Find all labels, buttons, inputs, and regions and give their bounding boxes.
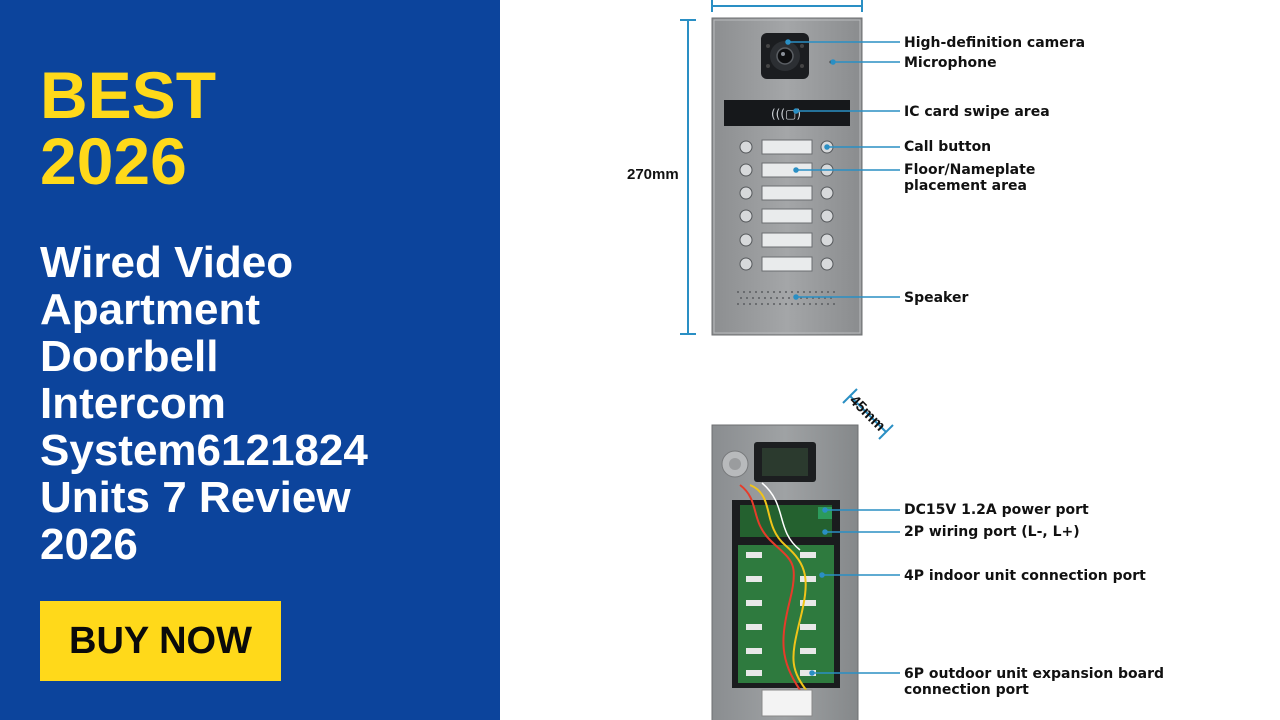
product-diagram: (((▢) [500,0,1280,720]
callout-call-button: Call button [904,139,992,155]
width-dimension [711,0,863,12]
callout-nameplate-line1: Floor/Nameplate [904,162,1036,178]
button-rows [739,139,834,272]
back-leaders [809,507,900,676]
title-line: Apartment [40,285,261,334]
callout-indoor-port: 4P indoor unit connection port [904,568,1146,584]
callout-camera: High-definition camera [904,35,1086,51]
title-line: Doorbell [40,332,219,381]
headline-year: 2026 [40,124,187,198]
front-leaders [785,39,900,300]
headline: BEST 2026 [40,62,216,194]
callout-nameplate-line2: placement area [904,178,1027,194]
callout-expansion-port: 6P outdoor unit expansion board connecti… [904,666,1164,698]
title-line: System6121824 [40,426,368,475]
headline-best: BEST [40,58,217,132]
depth-dimension [842,388,894,440]
promo-panel: BEST 2026 Wired Video Apartment Doorbell… [0,0,500,720]
callout-wiring-port: 2P wiring port (L-, L+) [904,524,1080,540]
back-panel [711,424,859,720]
callout-expansion-line2: connection port [904,682,1029,698]
title-line: Intercom [40,379,226,428]
callout-nameplate: Floor/Nameplate placement area [904,162,1035,194]
product-title: Wired Video Apartment Doorbell Intercom … [40,239,490,568]
callout-ic-card: IC card swipe area [904,104,1050,120]
title-line: 2026 [40,520,138,569]
height-dimension [680,19,696,335]
title-line: Wired Video [40,238,294,287]
callout-speaker: Speaker [904,290,969,306]
front-panel: (((▢) [711,17,863,336]
buy-now-button[interactable]: BUY NOW [40,601,281,681]
diagram-drawing: (((▢) [680,0,900,720]
title-line: Units 7 Review [40,473,351,522]
callout-power-port: DC15V 1.2A power port [904,502,1089,518]
height-label: 270mm [627,166,679,183]
callout-microphone: Microphone [904,55,997,71]
callout-expansion-line1: 6P outdoor unit expansion board [904,666,1165,682]
